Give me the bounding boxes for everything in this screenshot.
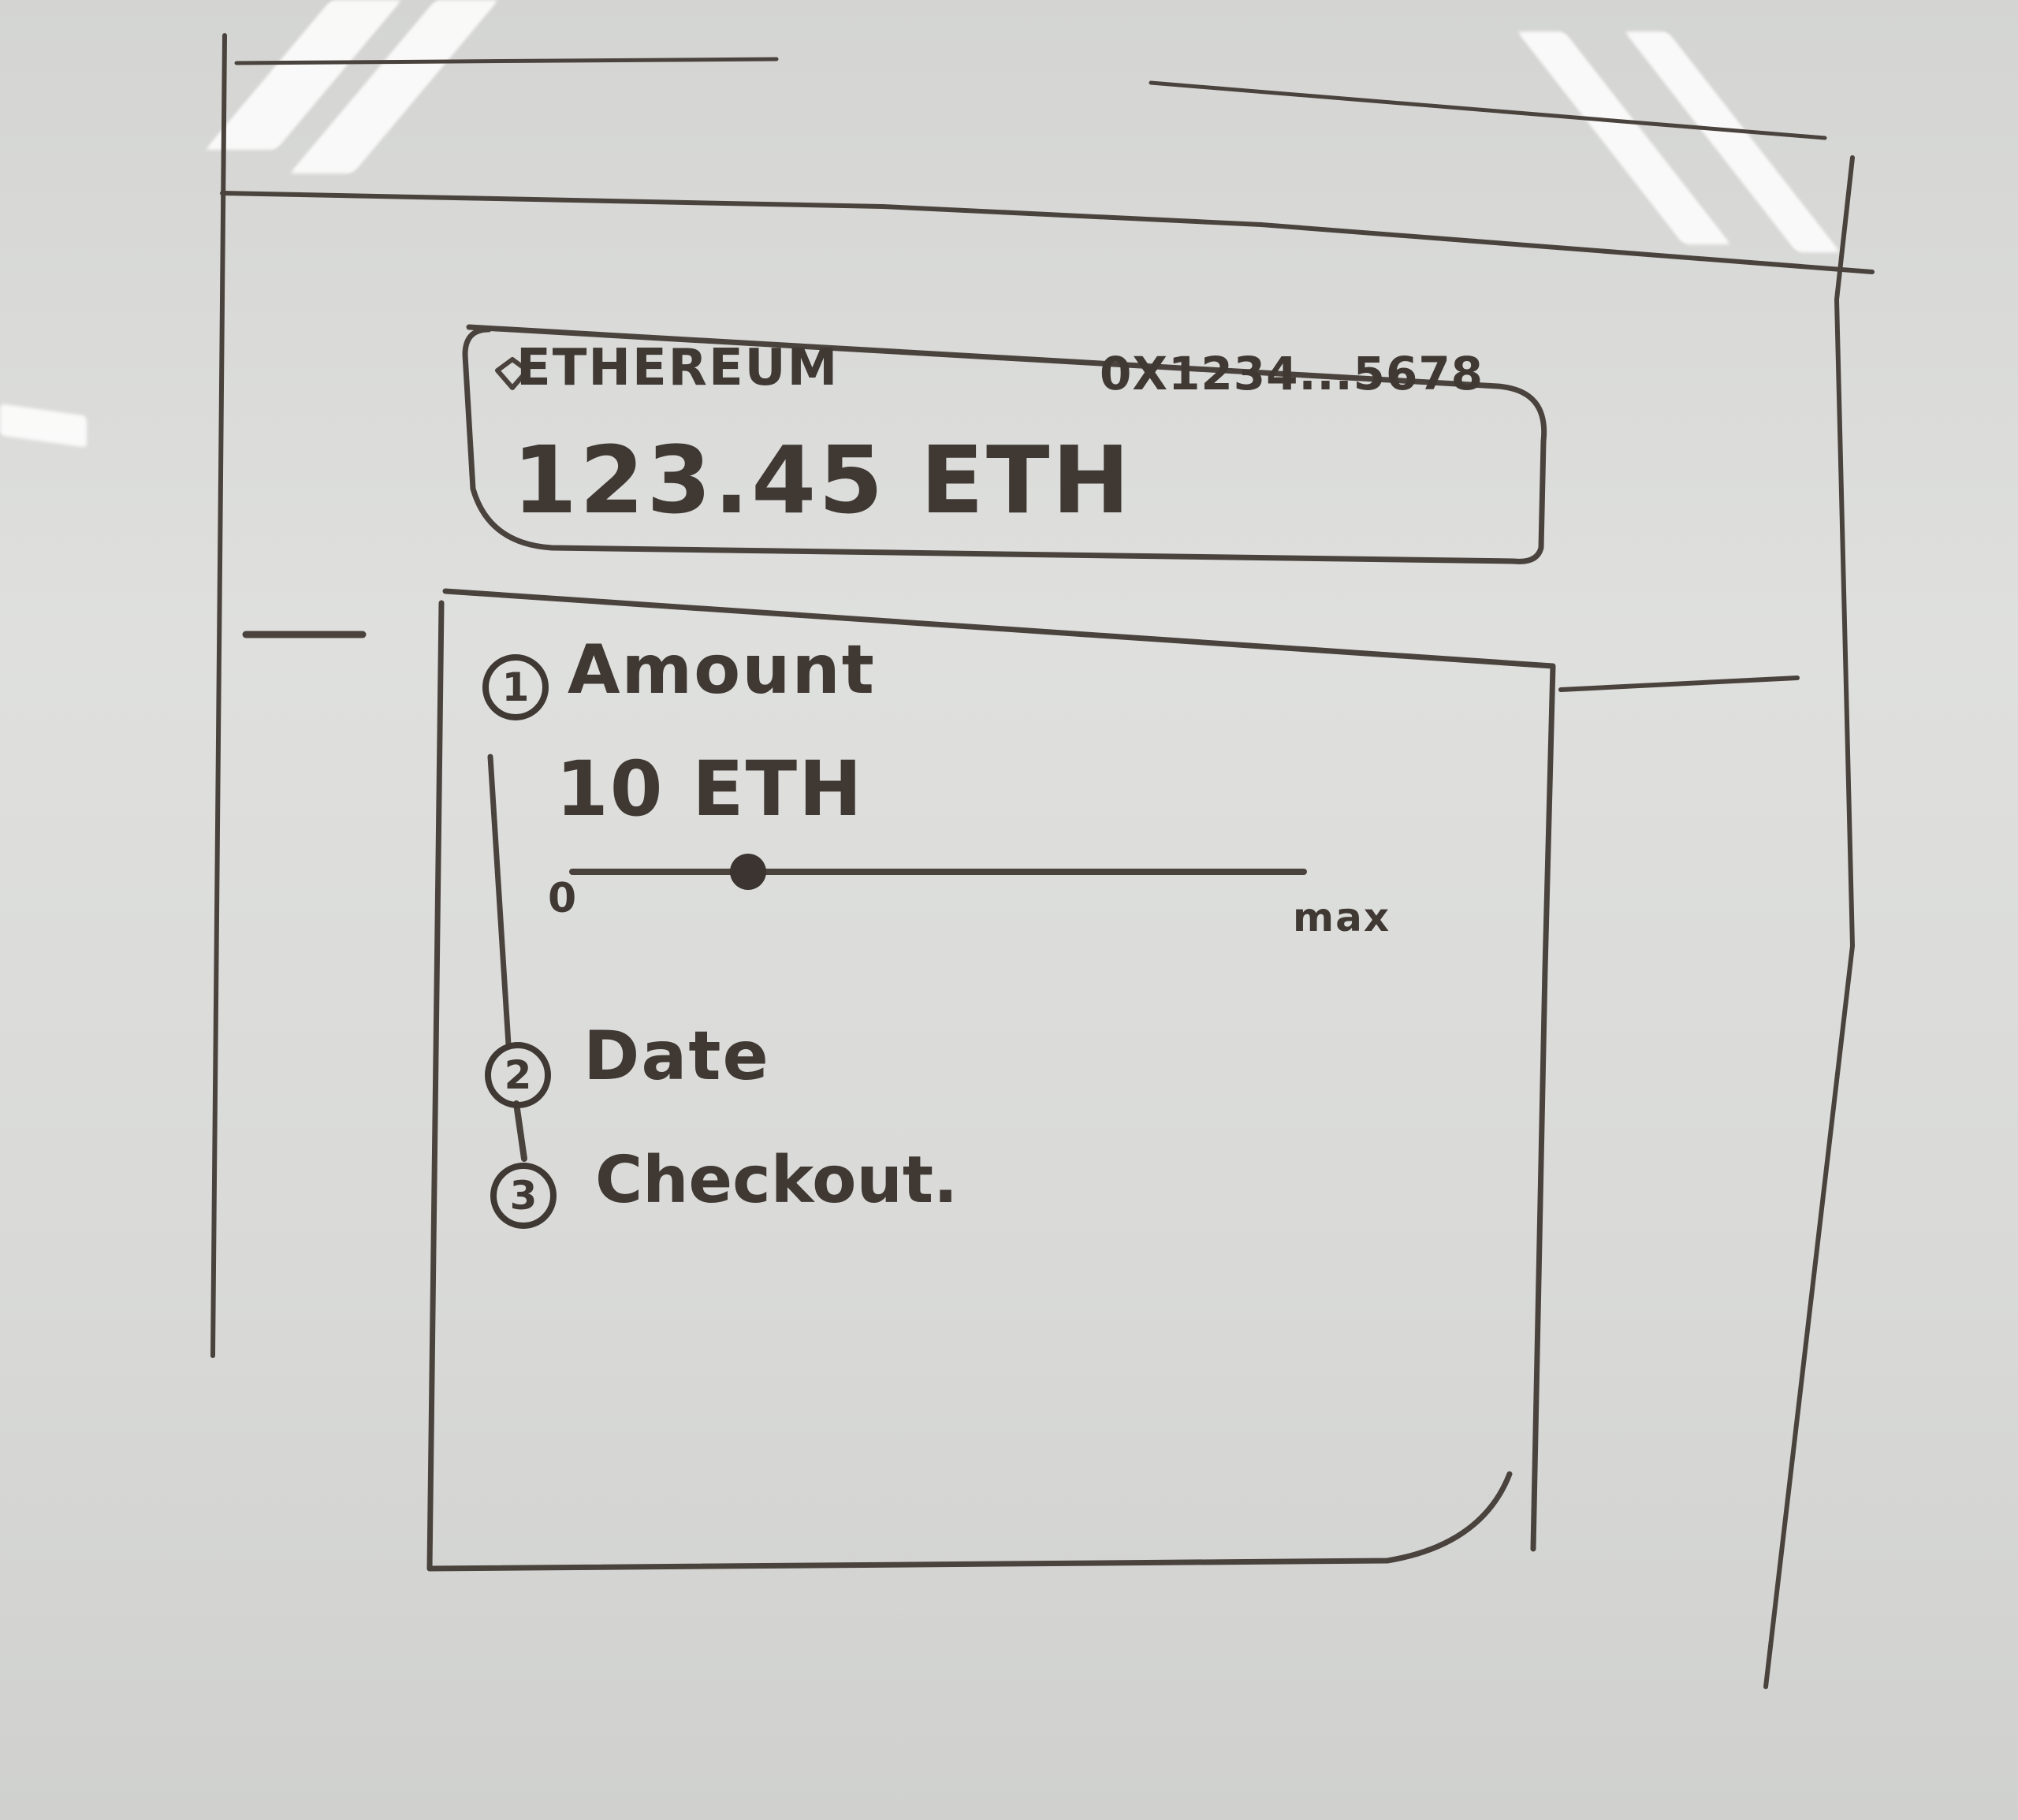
step-1-indicator[interactable]: 1: [482, 654, 549, 720]
slider-min-label: 0: [548, 875, 579, 922]
amount-slider-track[interactable]: [568, 867, 1309, 877]
step-3-indicator[interactable]: 3: [490, 1163, 557, 1229]
slider-max-label[interactable]: max: [1293, 895, 1391, 940]
network-name: ETHEREUM: [516, 339, 840, 397]
amount-value[interactable]: 10 ETH: [556, 745, 864, 833]
amount-slider-thumb[interactable]: [729, 854, 766, 890]
wallet-balance: 123.45 ETH: [512, 426, 1133, 534]
step-1-label[interactable]: Amount: [568, 631, 876, 709]
step-2-indicator[interactable]: 2: [485, 1042, 551, 1108]
step-3-label[interactable]: Checkout.: [595, 1143, 959, 1218]
step-2-label[interactable]: Date: [583, 1017, 770, 1096]
wallet-address[interactable]: 0X1234...5678: [1100, 347, 1484, 400]
diamond-icon: [495, 357, 530, 390]
